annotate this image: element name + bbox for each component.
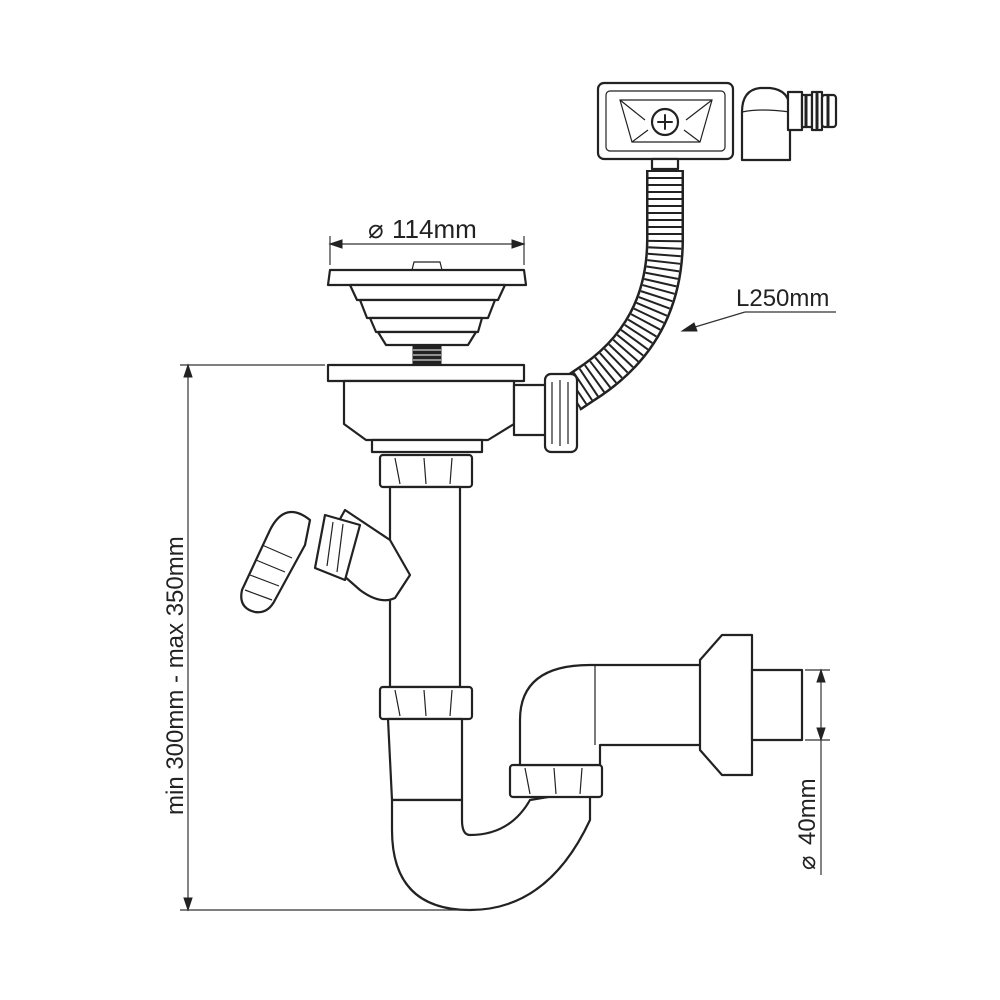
wall-rosette — [698, 633, 754, 777]
dimension-outlet-diameter — [805, 668, 830, 875]
diameter-symbol-top: ⌀ — [368, 214, 384, 244]
hose-length-label: L250mm — [736, 285, 829, 312]
side-branch-fitting — [313, 508, 412, 602]
dimension-height-range — [180, 363, 470, 912]
dimension-hose-length — [680, 311, 836, 332]
overflow-connector-nut — [543, 372, 579, 454]
outlet-pipe — [750, 668, 804, 742]
sink-outlet-body — [326, 363, 552, 454]
lower-coupling-nut — [378, 685, 474, 721]
appliance-hose-connector — [240, 510, 312, 614]
height-range-label: min 300mm - max 350mm — [162, 536, 189, 815]
top-coupling-nut — [378, 453, 474, 489]
siphon-u-bend — [386, 717, 592, 912]
overflow-cover — [596, 81, 735, 171]
diameter-symbol-outlet: ⌀ — [794, 856, 821, 870]
outlet-diameter-label: 40mm — [794, 778, 821, 845]
outlet-elbow — [518, 663, 707, 767]
dimension-strainer-diameter — [328, 236, 526, 265]
strainer-diameter-label: 114mm — [392, 214, 477, 244]
basket-strainer — [326, 261, 528, 366]
overflow-elbow-fitting — [740, 86, 838, 162]
u-bend-coupling-nut — [508, 763, 604, 799]
